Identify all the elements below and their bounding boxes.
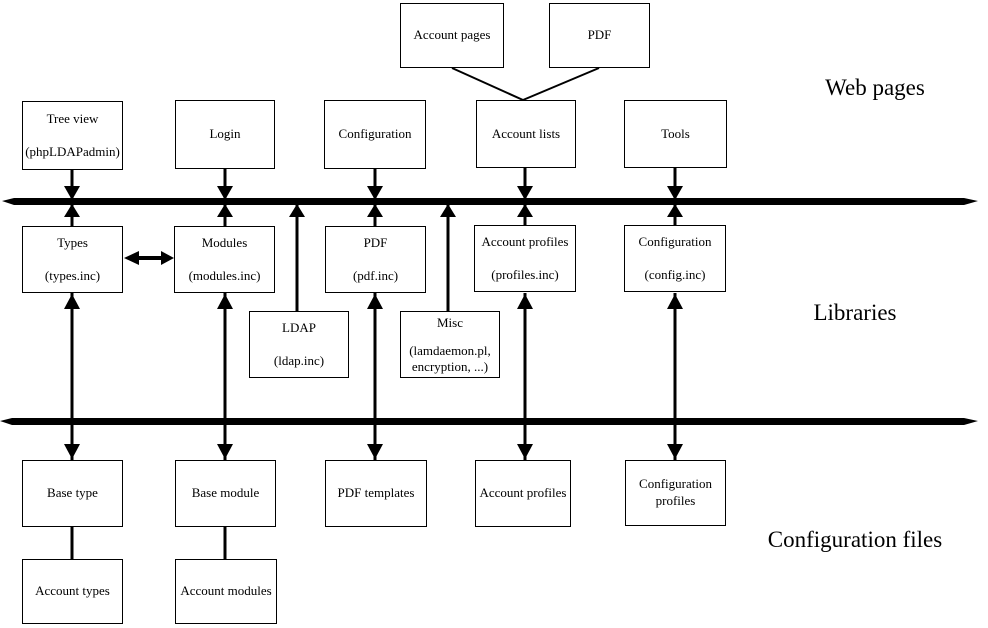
box-sublabel: (pdf.inc) <box>352 267 399 283</box>
section-label-configuration-files: Configuration files <box>767 527 943 552</box>
box-account-modules: Account modules <box>175 559 277 624</box>
box-tools: Tools <box>624 100 727 168</box>
arrow-account-lists-profiles <box>517 168 533 226</box>
box-sublabel: (types.inc) <box>44 267 101 283</box>
box-sublabel: profiles <box>655 493 696 508</box>
arrow-ldap-to-bus <box>289 204 305 311</box>
arrow-configuration-pdf <box>367 169 383 226</box>
box-configuration-page: Configuration <box>324 100 426 169</box>
box-label: Account modules <box>180 583 272 599</box>
box-account-types: Account types <box>22 559 123 624</box>
box-label: Account pages <box>413 27 491 43</box>
box-misc-lib: Misc (lamdaemon.pl, encryption, ...) <box>400 311 500 378</box>
box-account-profiles-lib: Account profiles (profiles.inc) <box>474 225 576 292</box>
section-label-web-pages: Web pages <box>825 75 925 100</box>
box-label: Configuration <box>338 126 412 142</box>
box-sublabel: (ldap.inc) <box>273 352 325 368</box>
connector-account-pages-to-account-lists <box>451 67 524 101</box>
box-account-pages: Account pages <box>400 3 504 68</box>
box-ldap-lib: LDAP (ldap.inc) <box>249 311 349 378</box>
box-label: Tree view <box>46 110 99 126</box>
box-label: Account types <box>35 583 110 599</box>
box-modules-lib: Modules (modules.inc) <box>174 226 275 293</box>
box-label: PDF <box>587 27 612 43</box>
section-label-libraries: Libraries <box>813 300 897 325</box>
bus-libraries-to-config <box>0 418 978 425</box>
box-label: Configuration <box>638 234 712 250</box>
box-label: Misc <box>437 315 463 330</box>
box-label: Base type <box>47 485 98 501</box>
box-label: Tools <box>661 125 690 141</box>
box-pdf-page: PDF <box>549 3 650 68</box>
box-sublabel: (profiles.inc) <box>491 266 559 282</box>
box-label: Configuration <box>639 476 712 492</box>
box-label: PDF <box>363 235 388 251</box>
box-sublabel: (lamdaemon.pl, encryption, ...) <box>409 343 491 376</box>
box-label: Account profiles <box>479 485 567 501</box>
misc-detail-line1: (lamdaemon.pl, <box>409 342 491 358</box>
arrow-types-base-type <box>64 293 80 460</box>
box-types-lib: Types (types.inc) <box>22 226 123 293</box>
arrow-modules-base-module <box>217 293 233 460</box>
box-tree-view: Tree view (phpLDAPadmin) <box>22 101 123 170</box>
arrow-pdf-pdf-templates <box>367 293 383 460</box>
box-account-profiles-cfg: Account profiles <box>475 460 571 527</box>
box-base-module: Base module <box>175 460 276 527</box>
box-label: Account lists <box>491 125 561 141</box>
box-label: Types <box>57 235 88 251</box>
arrow-types-modules <box>124 251 174 265</box>
misc-detail-line2: encryption, ...) <box>411 358 489 374</box>
arrow-misc-to-bus <box>440 204 456 311</box>
arrow-tree-view-types <box>64 170 80 226</box>
box-configuration-profiles: Configuration profiles <box>625 460 726 526</box>
box-sublabel: (config.inc) <box>644 266 706 282</box>
arrow-profiles-profiles <box>517 293 533 460</box>
connector-pdf-to-account-lists <box>522 67 600 101</box>
box-label: LDAP <box>282 320 316 336</box>
box-label: Account profiles <box>481 234 569 250</box>
box-label: Base module <box>191 485 260 501</box>
box-base-type: Base type <box>22 460 123 527</box>
box-pdf-lib: PDF (pdf.inc) <box>325 226 426 293</box>
arrow-tools-configuration <box>667 168 683 226</box>
arrow-configuration-config-profiles <box>667 293 683 460</box>
box-configuration-lib: Configuration (config.inc) <box>624 225 726 292</box>
box-label: Modules <box>201 235 248 251</box>
box-login: Login <box>175 100 275 169</box>
bus-web-to-libraries <box>2 198 978 205</box>
box-label: Login <box>209 126 241 142</box>
arrow-login-modules <box>217 169 233 226</box>
box-pdf-templates: PDF templates <box>325 460 427 527</box>
box-account-lists: Account lists <box>476 100 576 168</box>
box-sublabel: (phpLDAPadmin) <box>25 144 120 160</box>
box-label: PDF templates <box>337 485 415 501</box>
box-sublabel: (modules.inc) <box>188 267 261 283</box>
